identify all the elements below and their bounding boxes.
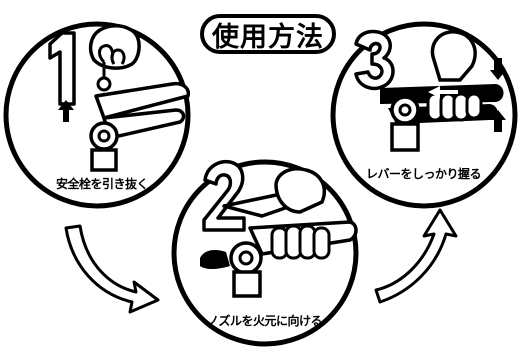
step-2-caption: ノズルを火元に向ける xyxy=(207,314,323,328)
left-arrow-icon xyxy=(428,86,458,98)
curved-arrow-icon xyxy=(374,208,458,304)
step-1-caption: 安全栓を引き抜く xyxy=(56,177,149,191)
page-title: 使用方法 xyxy=(200,14,336,54)
step-1-circle xyxy=(3,21,191,209)
hand-icon xyxy=(88,24,141,70)
safety-pin-icon xyxy=(96,62,112,92)
step-1-panel xyxy=(3,21,191,209)
hand-icon xyxy=(270,167,331,260)
hand-icon xyxy=(426,92,483,122)
step-3-numeral xyxy=(354,29,395,91)
up-arrow-icon xyxy=(490,110,506,132)
curved-arrow-icon xyxy=(64,224,160,314)
extinguisher-valve-icon xyxy=(89,81,191,172)
step-2-panel xyxy=(171,159,359,347)
hand-icon xyxy=(430,30,477,82)
up-arrow-icon xyxy=(58,100,74,122)
step-2-numeral xyxy=(202,159,246,232)
down-arrow-icon xyxy=(490,58,506,80)
step-3-panel xyxy=(330,21,518,209)
step-3-caption: レバーをしっかり握る xyxy=(366,167,482,181)
